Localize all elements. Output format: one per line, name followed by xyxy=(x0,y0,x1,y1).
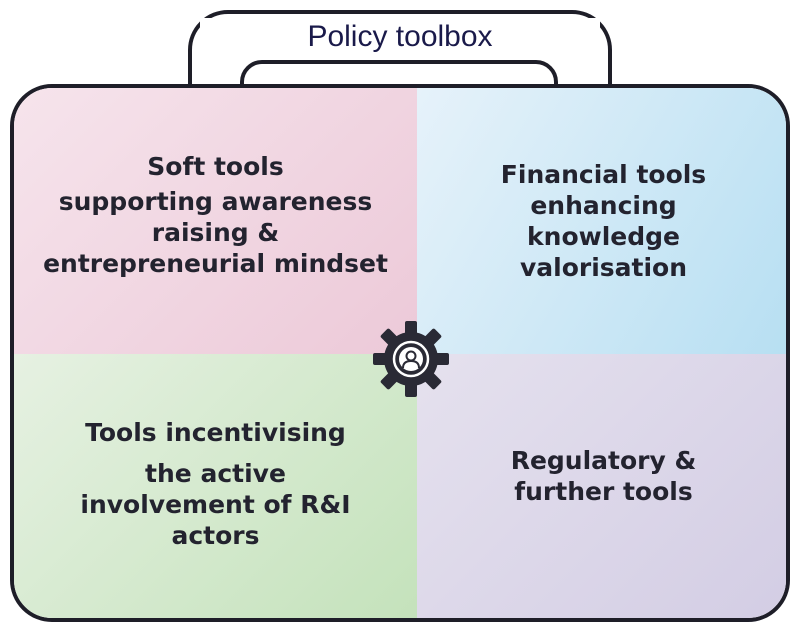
soft-tools-line-3: entrepreneurial mindset xyxy=(43,249,388,278)
quadrant-financial-tools: Financial tools enhancing knowledge valo… xyxy=(417,88,786,354)
soft-tools-heading: Soft tools xyxy=(147,152,284,181)
incentive-tools-line-2: involvement of R&I xyxy=(80,490,351,519)
financial-tools-line-3: knowledge xyxy=(527,222,680,251)
incentive-tools-line-3: actors xyxy=(171,521,260,550)
quadrant-soft-tools: Soft tools supporting awareness raising … xyxy=(14,88,417,354)
financial-tools-line-4: valorisation xyxy=(519,253,688,282)
quadrant-regulatory-tools: Regulatory & further tools xyxy=(417,354,786,618)
soft-tools-line-1: supporting awareness xyxy=(58,187,373,216)
incentive-tools-heading: Tools incentivising xyxy=(85,418,346,447)
diagram-title: Policy toolbox xyxy=(200,18,600,56)
quadrant-incentive-tools: Tools incentivising the active involveme… xyxy=(14,354,417,618)
regulatory-tools-line-2: further tools xyxy=(514,477,693,506)
financial-tools-line-1: Financial tools xyxy=(500,160,707,189)
financial-tools-line-2: enhancing xyxy=(530,191,677,220)
incentive-tools-line-1: the active xyxy=(145,459,286,488)
gear-icon xyxy=(373,321,449,397)
regulatory-tools-line-1: Regulatory & xyxy=(510,446,697,475)
soft-tools-line-2: raising & xyxy=(151,218,280,247)
